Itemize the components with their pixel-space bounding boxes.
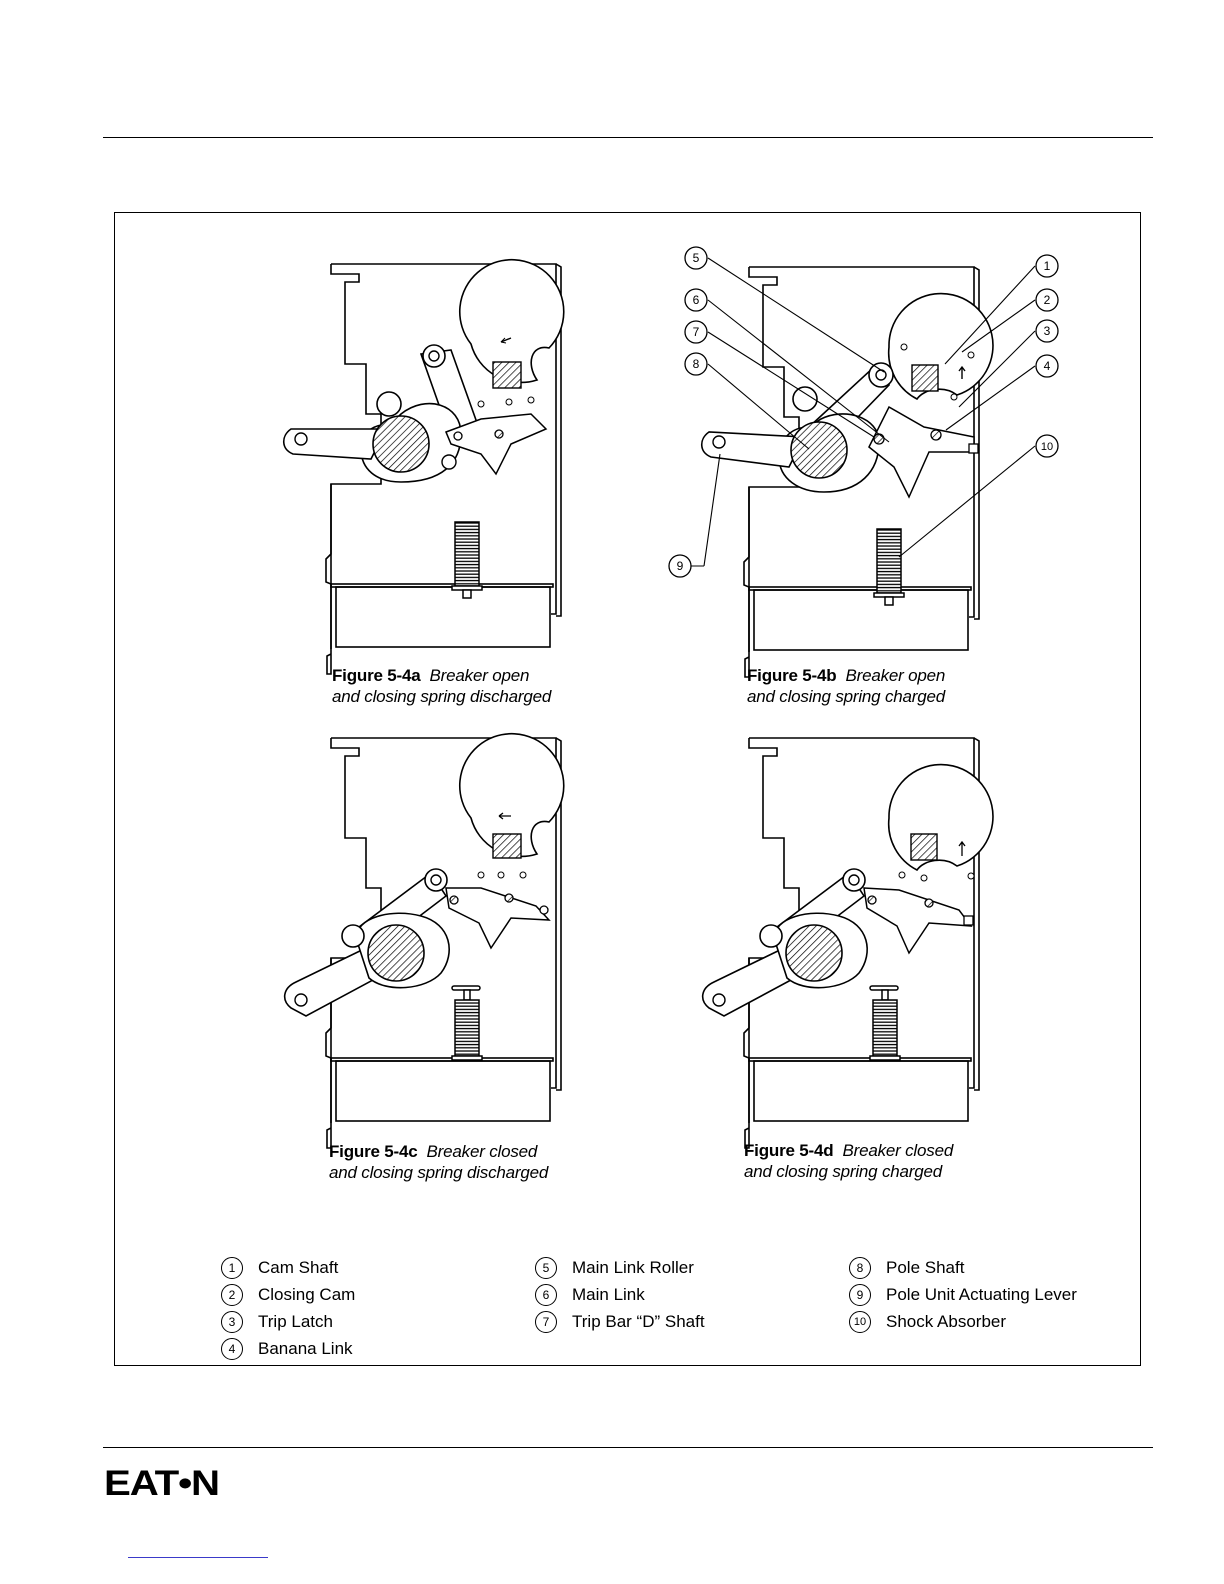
callout-3: 3 — [1035, 319, 1059, 343]
callout-10: 10 — [1035, 434, 1059, 458]
svg-text:10: 10 — [1041, 441, 1053, 453]
callout-2: 2 — [1035, 288, 1059, 312]
svg-text:6: 6 — [693, 293, 700, 307]
callout-4: 4 — [1035, 354, 1059, 378]
footer-rule — [103, 1447, 1153, 1448]
callouts-b: 5 6 7 8 9 1 2 3 4 10 — [668, 246, 1059, 578]
svg-text:4: 4 — [1044, 359, 1051, 373]
svg-text:1: 1 — [1044, 259, 1051, 273]
callout-6: 6 — [684, 288, 708, 312]
callout-5: 5 — [684, 246, 708, 270]
svg-text:3: 3 — [1044, 324, 1051, 338]
figure-b-drawing — [700, 266, 994, 678]
figure-d-drawing — [701, 737, 994, 1149]
header-rule — [103, 137, 1153, 138]
figure-c-drawing — [283, 732, 565, 1149]
callout-8: 8 — [684, 352, 708, 376]
svg-text:5: 5 — [693, 251, 700, 265]
eaton-logo: EAT•N — [104, 1464, 220, 1503]
svg-text:2: 2 — [1044, 293, 1051, 307]
svg-text:7: 7 — [693, 325, 700, 339]
footer-link-underline[interactable] — [128, 1557, 268, 1558]
callout-7: 7 — [684, 320, 708, 344]
figure-a-drawing — [282, 258, 565, 675]
svg-text:8: 8 — [693, 357, 700, 371]
callout-1: 1 — [1035, 254, 1059, 278]
figure-frame — [114, 212, 1141, 1366]
mechanism-drawings: 5 6 7 8 9 1 2 3 4 10 — [282, 246, 1059, 1149]
callout-9: 9 — [668, 554, 692, 578]
svg-text:9: 9 — [677, 559, 684, 573]
